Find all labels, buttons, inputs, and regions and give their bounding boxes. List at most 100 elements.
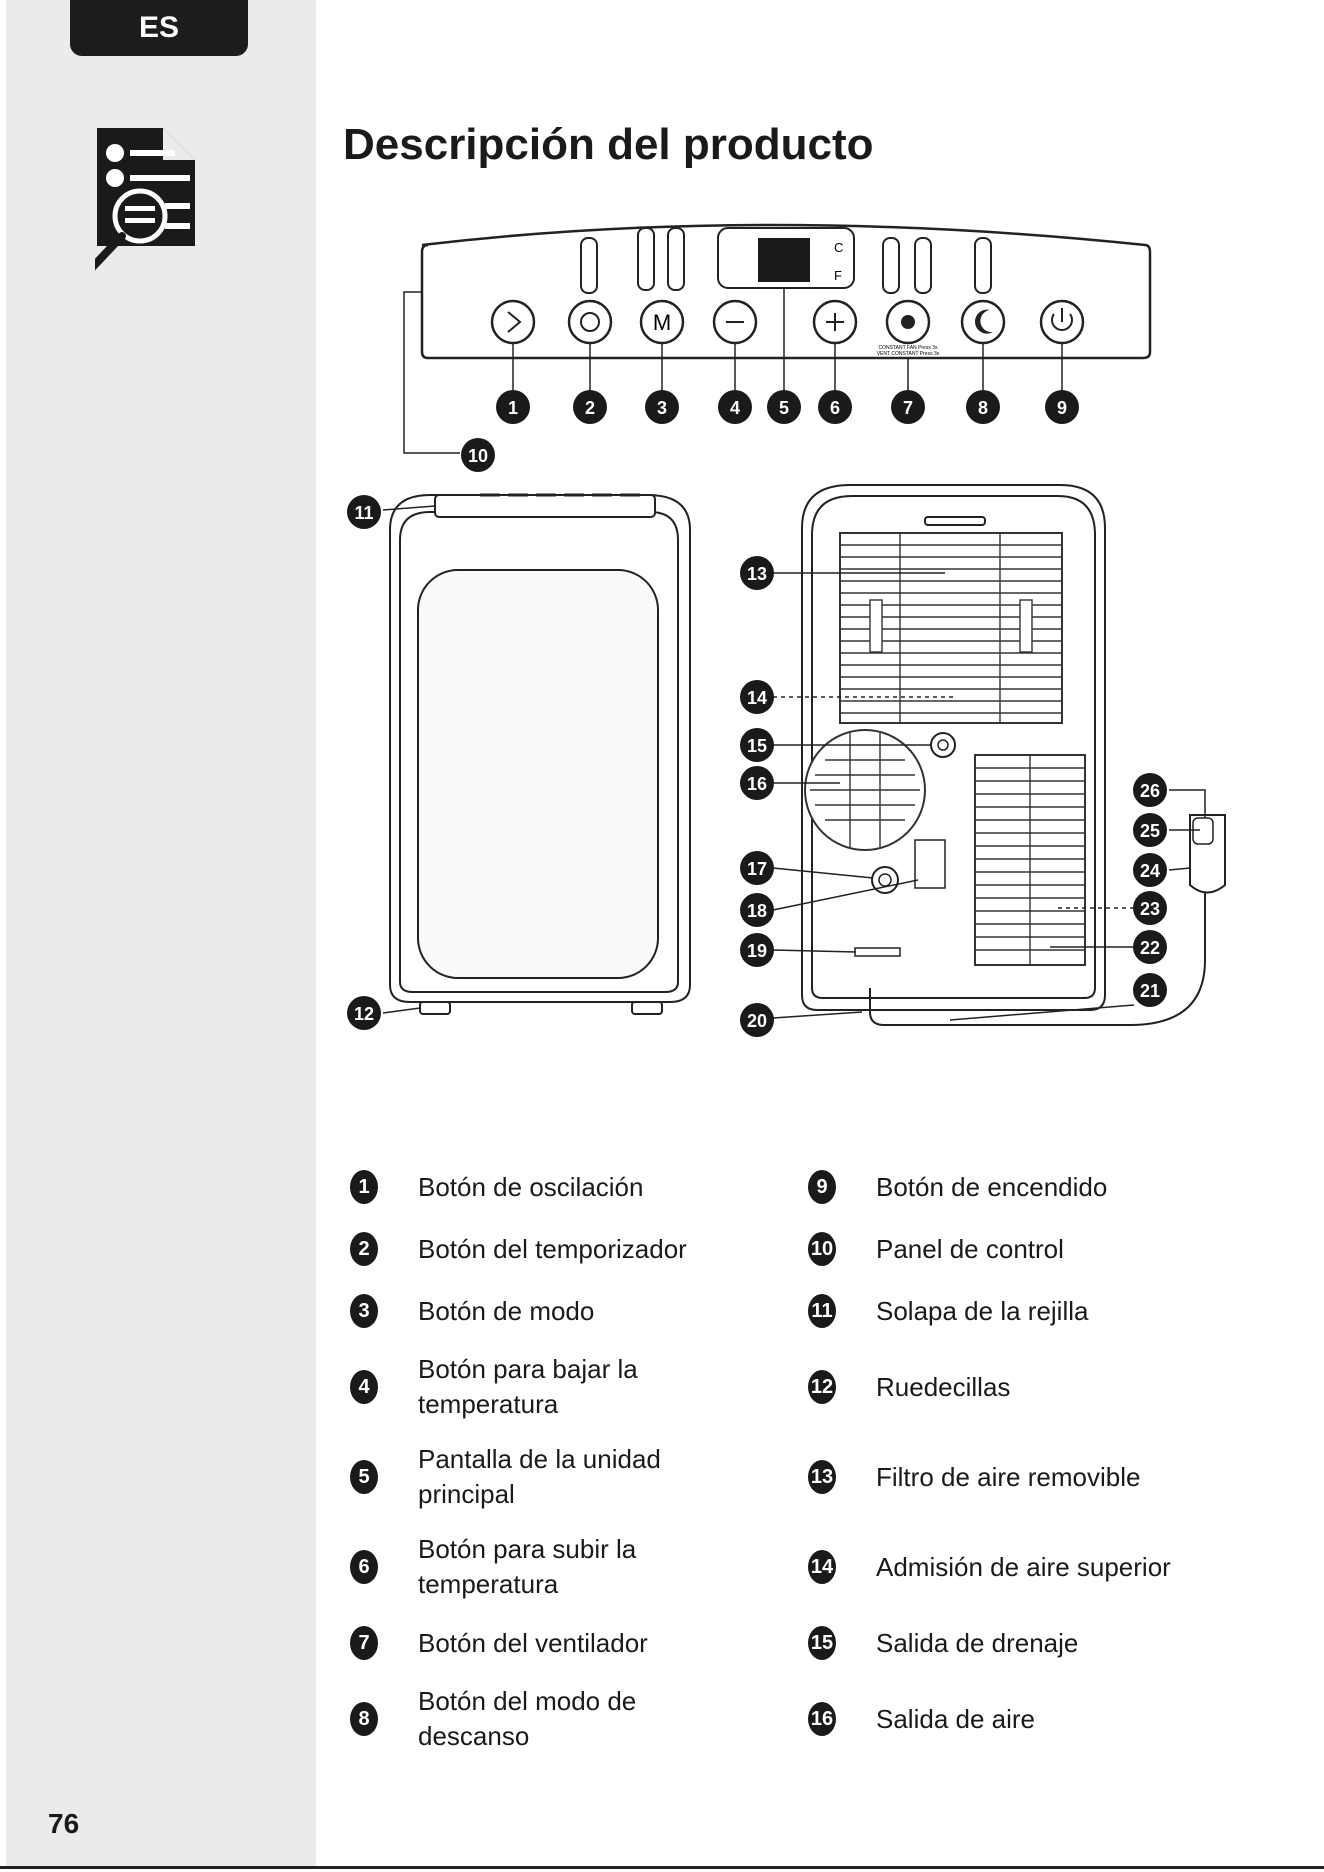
lower-drain-icon (871, 866, 899, 894)
svg-text:2: 2 (585, 398, 595, 418)
svg-text:9: 9 (1057, 398, 1067, 418)
legend-text: Salida de aire (876, 1703, 1035, 1734)
drain-plug-icon (854, 947, 901, 957)
legend-text: Botón del modo de descanso (418, 1686, 637, 1751)
callout-2: 2 (573, 390, 607, 424)
sleep-button-icon (960, 299, 1006, 345)
legend-item: 8 Botón del modo de descanso (350, 1681, 780, 1757)
front-leader-lines (382, 505, 436, 1014)
callout-13: 13 (740, 556, 774, 590)
lower-grille (974, 754, 1086, 966)
rear-leader-lines (772, 572, 1206, 1021)
callout-25: 25 (1133, 813, 1167, 847)
legend-number-badge: 13 (808, 1460, 836, 1494)
svg-text:16: 16 (747, 774, 767, 794)
legend-item: 3 Botón de modo (350, 1287, 780, 1335)
legend-text: Ruedecillas (876, 1371, 1011, 1402)
svg-text:14: 14 (747, 688, 767, 708)
drain-hose (869, 890, 1206, 1026)
svg-text:8: 8 (978, 398, 988, 418)
legend-number-badge: 7 (350, 1626, 378, 1660)
legend-number-badge: 8 (350, 1702, 378, 1736)
svg-text:12: 12 (354, 1004, 374, 1024)
legend-number-badge: 16 (808, 1702, 836, 1736)
drain-outlet-icon (930, 732, 956, 758)
control-panel: C F M CONSTANT FAN Press 3s VENT CONSTAN… (420, 223, 1152, 360)
fan-hint-text-1: CONSTANT FAN Press 3s (879, 345, 938, 351)
power-plug-icon (1189, 814, 1226, 894)
legend-number-badge: 12 (808, 1370, 836, 1404)
panel-leader-lines (403, 288, 1063, 454)
legend-item: 16 Salida de aire (808, 1681, 1238, 1757)
swing-button-icon (490, 299, 536, 345)
legend-text: Panel de control (876, 1233, 1064, 1264)
legend-item: 6 Botón para subir la temperatura (350, 1529, 780, 1605)
legend-text: Botón de encendido (876, 1171, 1108, 1202)
svg-text:25: 25 (1140, 821, 1160, 841)
timer-button-icon (567, 299, 613, 345)
power-socket-icon (914, 839, 946, 889)
svg-text:1: 1 (508, 398, 518, 418)
svg-text:M: M (653, 310, 671, 335)
legend-item: 14 Admisión de aire superior (808, 1529, 1238, 1605)
legend-text: Botón del temporizador (418, 1233, 687, 1264)
air-filter-grille (839, 532, 1063, 724)
document-search-icon (95, 128, 195, 271)
legend-text: Botón para bajar la temperatura (418, 1354, 638, 1419)
sidebar (6, 0, 316, 1866)
legend-item: 2 Botón del temporizador (350, 1225, 780, 1273)
svg-text:4: 4 (730, 398, 740, 418)
callout-10: 10 (461, 438, 495, 472)
callout-3: 3 (645, 390, 679, 424)
legend-text: Botón de modo (418, 1295, 595, 1326)
legend-number-badge: 2 (350, 1232, 378, 1266)
product-diagram: C F M CONSTANT FAN Press 3s VENT CONSTAN… (347, 223, 1226, 1037)
callout-19: 19 (740, 933, 774, 967)
legend-text: Pantalla de la unidad principal (418, 1444, 661, 1509)
callout-4: 4 (718, 390, 752, 424)
legend-number-badge: 10 (808, 1232, 836, 1266)
legend-number-badge: 15 (808, 1626, 836, 1660)
svg-text:22: 22 (1140, 938, 1160, 958)
legend-number-badge: 6 (350, 1550, 378, 1584)
callout-7: 7 (891, 390, 925, 424)
page-title: Descripción del producto (343, 120, 874, 169)
svg-text:24: 24 (1140, 861, 1160, 881)
legend-item: 10 Panel de control (808, 1225, 1238, 1273)
callout-5: 5 (767, 390, 801, 424)
legend-item: 1 Botón de oscilación (350, 1163, 780, 1211)
legend-item: 13 Filtro de aire removible (808, 1439, 1238, 1515)
legend-number-badge: 1 (350, 1170, 378, 1204)
front-view (389, 493, 691, 1015)
svg-text:15: 15 (747, 736, 767, 756)
svg-text:7: 7 (903, 398, 913, 418)
callout-badges: 1 2 3 4 5 6 7 8 9 10 11 12 13 14 15 16 1… (347, 390, 1167, 1037)
legend-right: 9 Botón de encendido 10 Panel de control… (808, 1163, 1238, 1757)
legend-item: 15 Salida de drenaje (808, 1619, 1238, 1667)
svg-text:20: 20 (747, 1011, 767, 1031)
svg-text:23: 23 (1140, 899, 1160, 919)
legend-item: 7 Botón del ventilador (350, 1619, 780, 1667)
fahrenheit-label: F (834, 268, 842, 283)
callout-8: 8 (966, 390, 1000, 424)
callout-22: 22 (1133, 930, 1167, 964)
svg-text:19: 19 (747, 941, 767, 961)
callout-16: 16 (740, 766, 774, 800)
legend-text: Botón para subir la temperatura (418, 1534, 637, 1599)
legend-text: Botón del ventilador (418, 1627, 648, 1658)
legend-item: 11 Solapa de la rejilla (808, 1287, 1238, 1335)
svg-text:5: 5 (779, 398, 789, 418)
legend-text: Filtro de aire removible (876, 1461, 1141, 1492)
callout-20: 20 (740, 1003, 774, 1037)
legend-item: 12 Ruedecillas (808, 1349, 1238, 1425)
legend-item: 9 Botón de encendido (808, 1163, 1238, 1211)
celsius-label: C (834, 240, 843, 255)
legend-text: Solapa de la rejilla (876, 1295, 1089, 1326)
callout-1: 1 (496, 390, 530, 424)
callout-18: 18 (740, 893, 774, 927)
legend-text: Botón de oscilación (418, 1171, 644, 1202)
callout-26: 26 (1133, 773, 1167, 807)
svg-text:13: 13 (747, 564, 767, 584)
svg-text:18: 18 (747, 901, 767, 921)
indicator-light-group (580, 227, 992, 294)
